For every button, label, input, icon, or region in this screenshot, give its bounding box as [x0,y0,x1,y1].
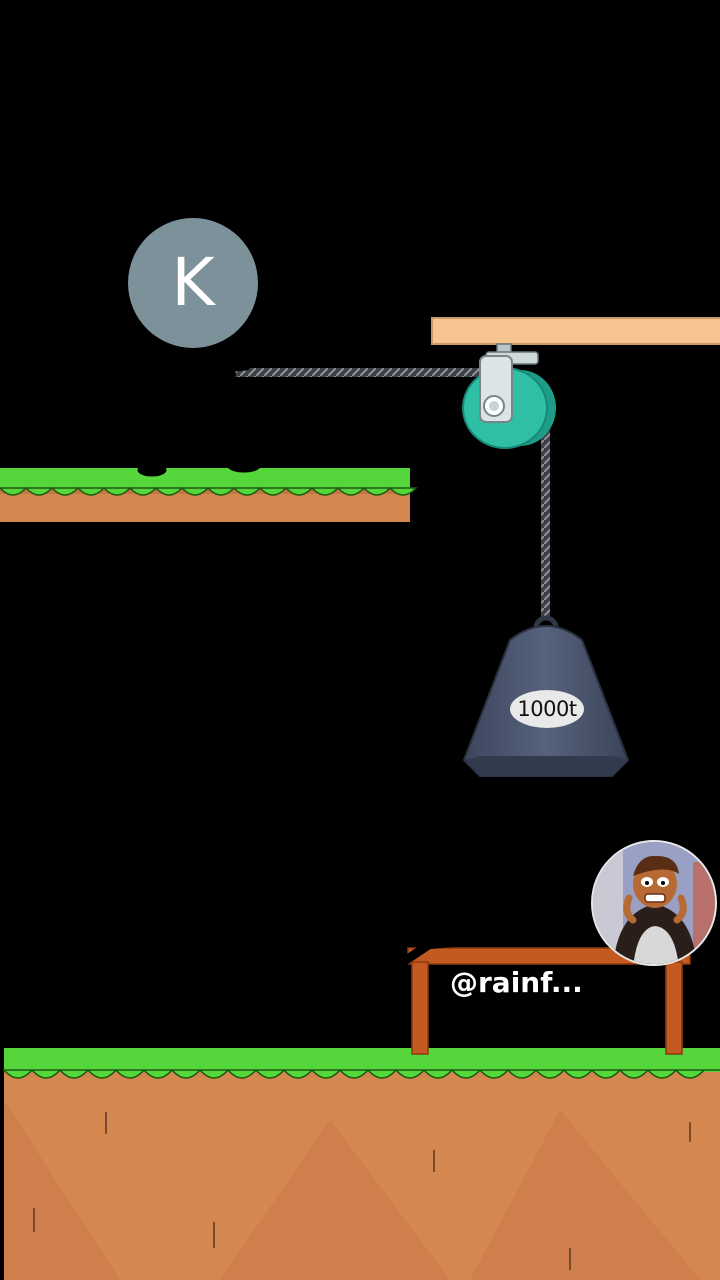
table [407,947,691,1055]
creator-handle[interactable]: @rainf... [450,966,583,999]
upper-platform [0,468,418,522]
reaction-avatar[interactable] [591,840,717,966]
player-avatar: K [128,218,258,348]
rope-vertical [541,420,550,620]
ground [2,1048,720,1280]
ceiling-plank [431,317,720,345]
lying-stickman-icon [367,841,597,981]
weight-label: 1000t [510,690,584,728]
reaction-character-icon [593,842,715,964]
rope-horizontal [195,368,495,377]
stickman-icon [137,342,261,477]
pulley-icon [462,343,556,449]
